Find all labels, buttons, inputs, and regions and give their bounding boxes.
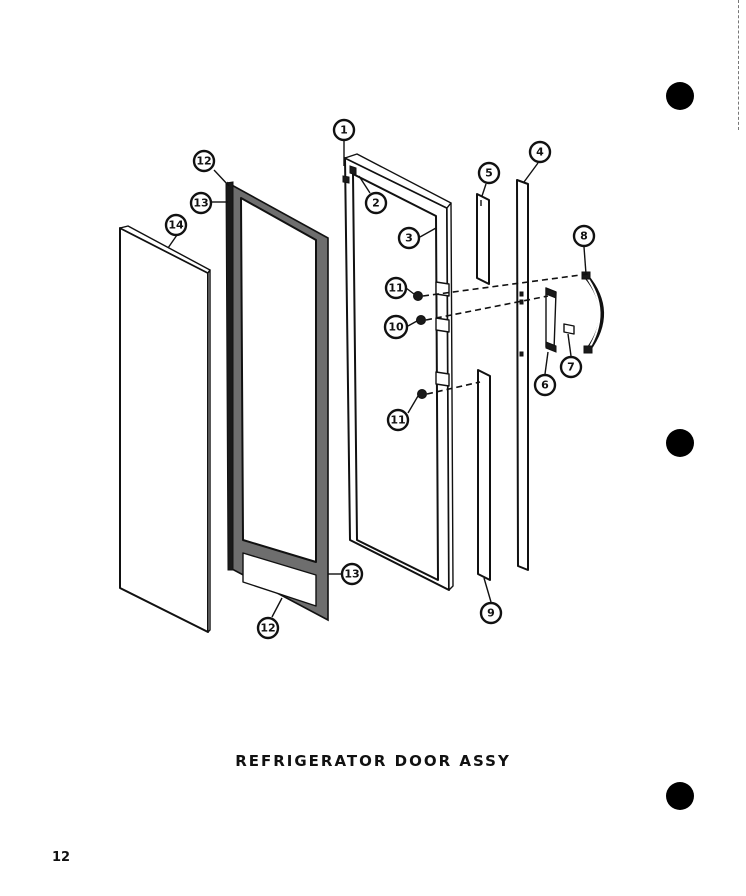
svg-text:12: 12 — [196, 155, 211, 168]
callout-7: 7 — [559, 355, 583, 379]
part-5-upper-trim-strip — [476, 193, 490, 285]
part-9-lower-trim-strip — [477, 369, 491, 581]
svg-text:5: 5 — [485, 167, 493, 180]
page-edge-mark — [738, 0, 740, 130]
svg-text:12: 12 — [260, 622, 275, 635]
callout-2: 2 — [364, 191, 388, 215]
svg-text:8: 8 — [580, 230, 588, 243]
svg-text:1: 1 — [340, 124, 348, 137]
part-12-13-gasket-frame — [225, 181, 329, 622]
part-7-small-clip — [563, 323, 575, 335]
svg-text:13: 13 — [193, 197, 208, 210]
callout-6: 6 — [533, 373, 557, 397]
svg-text:7: 7 — [567, 361, 575, 374]
callout-9: 9 — [479, 601, 503, 625]
svg-text:13: 13 — [344, 568, 359, 581]
svg-text:11: 11 — [388, 282, 403, 295]
svg-text:10: 10 — [388, 321, 404, 334]
callout-13-lower: 13 — [340, 562, 364, 586]
assembly-dashed-lines — [422, 273, 589, 395]
callout-12-lower: 12 — [256, 616, 280, 640]
callout-12-upper: 12 — [192, 149, 216, 173]
svg-text:4: 4 — [536, 146, 544, 159]
svg-text:3: 3 — [405, 232, 413, 245]
svg-text:2: 2 — [372, 197, 380, 210]
punch-hole-top — [666, 82, 694, 110]
callout-5: 5 — [477, 161, 501, 185]
part-6-handle-bracket — [545, 287, 557, 353]
punch-hole-middle — [666, 429, 694, 457]
callout-3: 3 — [397, 226, 421, 250]
svg-text:11: 11 — [390, 414, 405, 427]
svg-text:14: 14 — [168, 219, 184, 232]
part-8-door-handle — [581, 271, 604, 354]
callout-8-upper: 8 — [572, 224, 596, 248]
callout-14: 14 — [164, 213, 188, 237]
svg-text:6: 6 — [541, 379, 549, 392]
fasteners-10-11 — [413, 291, 427, 399]
diagram-caption: REFRIGERATOR DOOR ASSY — [235, 752, 511, 770]
callout-10: 10 — [383, 314, 409, 340]
callout-11-upper: 11 — [384, 276, 408, 300]
callout-4: 4 — [528, 140, 552, 164]
part-3-door-liner — [342, 153, 454, 591]
part-4-hinge-side-strip — [516, 179, 529, 571]
page-number: 12 — [52, 850, 71, 865]
callout-11-lower: 11 — [386, 408, 410, 432]
punch-hole-bottom — [666, 782, 694, 810]
callout-leader-lines — [167, 141, 587, 618]
callout-13-upper: 13 — [189, 191, 213, 215]
callout-1: 1 — [332, 118, 356, 142]
part-14-door-panel — [119, 225, 211, 633]
svg-text:9: 9 — [487, 607, 495, 620]
